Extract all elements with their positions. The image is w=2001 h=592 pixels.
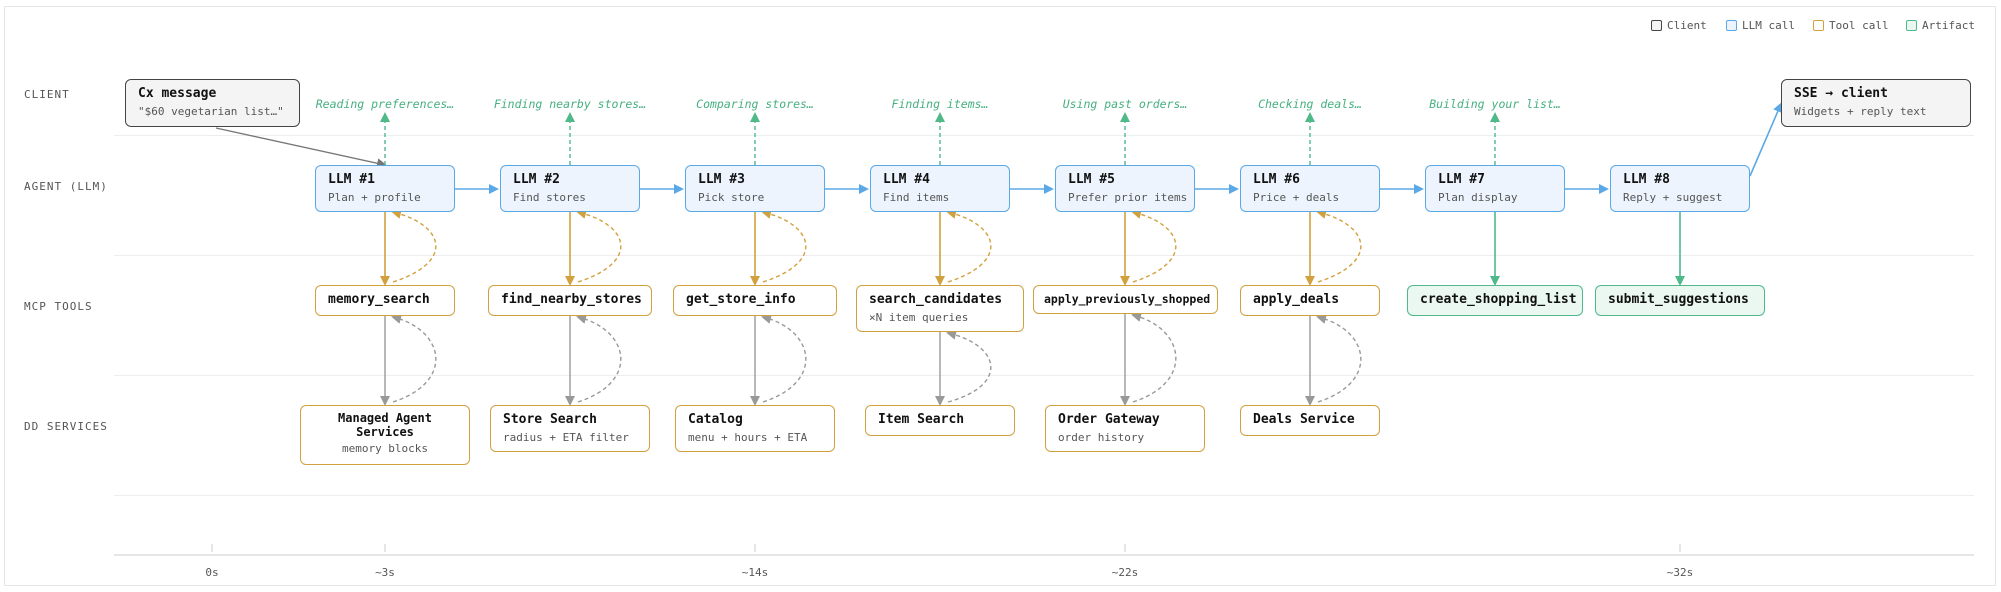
llm-call-2: LLM #2 Find stores [500,165,640,212]
legend-label: Client [1667,19,1707,32]
client-message-subtitle: "$60 vegetarian list…" [138,105,284,118]
status-message: Finding items… [891,97,989,111]
llm-call-subtitle: Price + deals [1253,191,1340,204]
service-title: Deals Service [1253,412,1355,427]
lane-label-client: CLIENT [24,88,70,101]
tool-title: memory_search [328,292,430,307]
llm-call-subtitle: Prefer prior items [1068,191,1188,204]
legend-item-tool-call: Tool call [1813,19,1889,32]
status-message: Reading preferences… [315,97,455,111]
legend-label: Artifact [1922,19,1975,32]
legend-swatch-client [1651,20,1662,31]
status-message: Checking deals… [1258,97,1362,111]
legend-swatch-llm-call [1726,20,1737,31]
llm-call-subtitle: Find stores [513,191,586,204]
lane-divider [114,255,1974,256]
artifact-title: create_shopping_list [1420,292,1577,307]
llm-call-title: LLM #2 [513,172,560,187]
tool-apply-deals: apply_deals [1240,285,1380,316]
lane-label-agent: AGENT (LLM) [24,180,108,193]
lane-label-mcp-tools: MCP TOOLS [24,300,93,313]
service-title: Item Search [878,412,965,427]
llm-call-subtitle: Reply + suggest [1623,191,1723,204]
llm-call-4: LLM #4 Find items [870,165,1010,212]
service-subtitle: radius + ETA filter [503,431,629,444]
tool-find-nearby-stores: find_nearby_stores [488,285,652,316]
llm-call-subtitle: Pick store [698,191,765,204]
artifact-create-shopping-list: create_shopping_list [1407,285,1583,316]
llm-call-title: LLM #1 [328,172,375,187]
tool-search-candidates: search_candidates ×N item queries [856,285,1024,332]
service-managed-agent-services: Managed Agent Services memory blocks [300,405,470,465]
llm-call-title: LLM #5 [1068,172,1115,187]
legend-label: Tool call [1829,19,1889,32]
llm-call-1: LLM #1 Plan + profile [315,165,455,212]
tool-title: apply_deals [1253,292,1340,307]
tool-title: get_store_info [686,292,796,307]
service-catalog: Catalog menu + hours + ETA [675,405,835,452]
client-message-node: Cx message "$60 vegetarian list…" [125,79,300,127]
service-store-search: Store Search radius + ETA filter [490,405,650,452]
timeline-label: 0s [205,566,219,579]
sse-client-subtitle: Widgets + reply text [1794,105,1927,118]
llm-call-8: LLM #8 Reply + suggest [1610,165,1750,212]
llm-call-title: LLM #7 [1438,172,1485,187]
lane-divider [114,495,1974,496]
service-title: Order Gateway [1058,412,1160,427]
timeline-label: ~14s [741,566,769,579]
status-message: Comparing stores… [696,97,814,111]
status-message: Using past orders… [1062,97,1188,111]
llm-call-title: LLM #6 [1253,172,1300,187]
tool-title: search_candidates [869,292,1003,307]
service-item-search: Item Search [865,405,1015,436]
tool-apply-previously-shopped: apply_previously_shopped [1033,285,1218,314]
service-subtitle: menu + hours + ETA [688,431,808,444]
timeline-label: ~3s [375,566,395,579]
service-title: Catalog [688,412,743,427]
tool-get-store-info: get_store_info [673,285,837,316]
timeline-label: ~32s [1666,566,1694,579]
llm-call-subtitle: Find items [883,191,950,204]
llm-call-title: LLM #8 [1623,172,1670,187]
llm-call-title: LLM #3 [698,172,745,187]
sse-client-node: SSE → client Widgets + reply text [1781,79,1971,127]
legend-swatch-artifact [1906,20,1917,31]
llm-call-title: LLM #4 [883,172,930,187]
lane-divider [114,375,1974,376]
llm-call-6: LLM #6 Price + deals [1240,165,1380,212]
tool-title: find_nearby_stores [501,292,642,307]
sse-client-title: SSE → client [1794,86,1888,101]
llm-call-5: LLM #5 Prefer prior items [1055,165,1195,212]
client-message-title: Cx message [138,86,217,101]
legend-item-client: Client [1651,19,1707,32]
tool-title: apply_previously_shopped [1044,292,1211,306]
tool-memory-search: memory_search [315,285,455,316]
llm-call-3: LLM #3 Pick store [685,165,825,212]
service-title: Store Search [503,412,597,427]
legend-item-llm-call: LLM call [1726,19,1795,32]
diagram-frame [4,6,1996,586]
llm-call-7: LLM #7 Plan display [1425,165,1565,212]
status-message: Building your list… [1429,97,1561,111]
artifact-title: submit_suggestions [1608,292,1749,307]
service-deals-service: Deals Service [1240,405,1380,436]
legend-label: LLM call [1742,19,1795,32]
timeline-label: ~22s [1111,566,1139,579]
artifact-submit-suggestions: submit_suggestions [1595,285,1765,316]
service-subtitle: order history [1058,431,1145,444]
llm-call-subtitle: Plan display [1438,191,1518,204]
lane-divider [114,135,1974,136]
tool-subtitle: ×N item queries [869,311,969,324]
legend-item-artifact: Artifact [1906,19,1975,32]
legend-swatch-tool-call [1813,20,1824,31]
service-subtitle: memory blocks [341,442,429,455]
status-message: Finding nearby stores… [493,97,647,111]
service-order-gateway: Order Gateway order history [1045,405,1205,452]
lane-label-dd-services: DD SERVICES [24,420,108,433]
llm-call-subtitle: Plan + profile [328,191,421,204]
service-title: Managed Agent Services [338,411,432,439]
